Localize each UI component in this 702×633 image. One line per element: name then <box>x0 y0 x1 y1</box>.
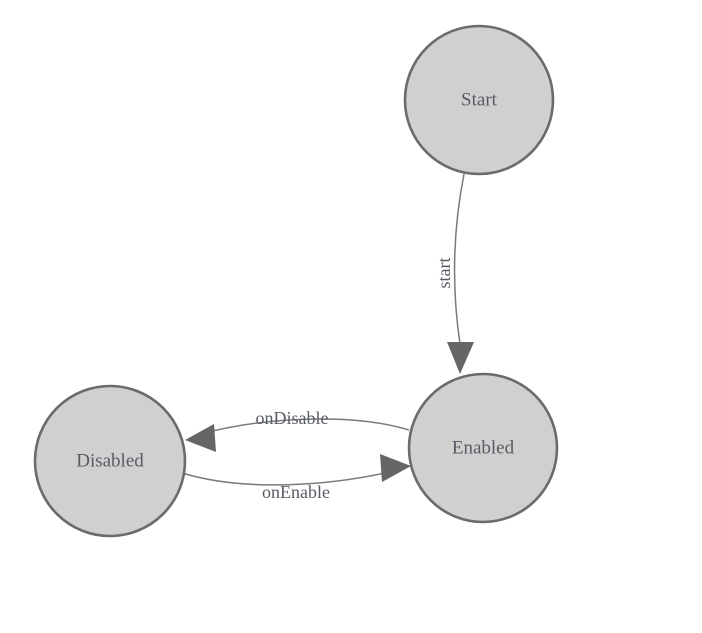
node-label-start: Start <box>461 89 498 110</box>
node-shape-start <box>403 24 555 176</box>
arrowhead-icon-start-to-enabled <box>447 342 474 374</box>
node-shape-disabled <box>33 384 187 538</box>
edge-disabled-to-enabled[interactable]: onEnable <box>181 454 411 502</box>
edge-label-start: start <box>434 258 454 289</box>
node-shape-enabled <box>407 372 559 524</box>
edge-path-disabled-to-enabled <box>181 470 395 486</box>
node-disabled[interactable]: Disabled <box>33 384 187 538</box>
arrowhead-icon-enabled-to-disabled <box>185 424 216 452</box>
node-enabled[interactable]: Enabled <box>407 372 559 524</box>
edge-path-start-to-enabled <box>453 173 465 345</box>
edge-path-enabled-to-disabled <box>200 418 410 435</box>
edge-label-onenable: onEnable <box>262 482 330 502</box>
edge-enabled-to-disabled[interactable]: onDisable <box>185 408 410 452</box>
edge-label-ondisable: onDisable <box>256 408 329 428</box>
arrowhead-icon-disabled-to-enabled <box>380 454 411 482</box>
node-label-disabled: Disabled <box>76 450 144 471</box>
node-start[interactable]: Start <box>403 24 555 176</box>
edge-start-to-enabled[interactable]: start <box>434 173 474 374</box>
node-label-enabled: Enabled <box>452 437 515 458</box>
